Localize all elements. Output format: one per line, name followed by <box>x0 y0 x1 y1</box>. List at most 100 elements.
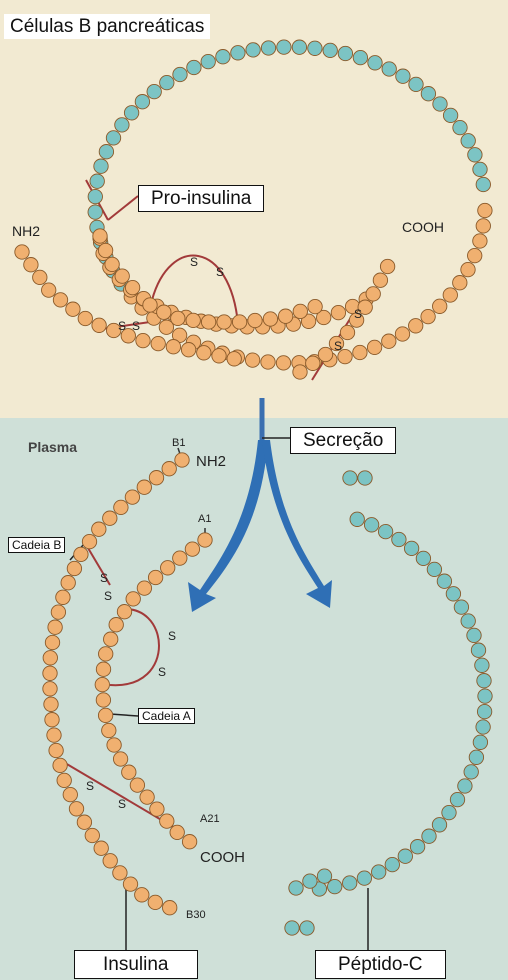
a-chain-residue <box>98 243 112 257</box>
c-peptide-residue <box>476 720 490 734</box>
c-peptide-residue <box>409 77 423 91</box>
b-chain-residue <box>24 258 38 272</box>
c-peptide-residue <box>94 159 108 173</box>
c-peptide-residue <box>357 871 371 885</box>
c-peptide-residue <box>453 120 467 134</box>
b-chain-residue <box>476 219 490 233</box>
plasma-label: Plasma <box>28 440 77 454</box>
c-peptide-residue <box>410 840 424 854</box>
c-peptide-residue <box>433 97 447 111</box>
a-chain-residue <box>366 287 380 301</box>
b-chain-residue <box>395 327 409 341</box>
c-peptide-residue <box>246 43 260 57</box>
b-chain-residue <box>56 590 70 604</box>
sulfur-label: S <box>118 319 126 333</box>
a-chain-residue <box>109 618 123 632</box>
b-chain-residue <box>212 349 226 363</box>
c-peptide-residue <box>458 779 472 793</box>
a-chain-residue <box>102 723 116 737</box>
c-peptide-residue <box>364 518 378 532</box>
b-chain-residue <box>113 866 127 880</box>
b-chain-residue <box>151 336 165 350</box>
b-chain-residue <box>149 471 163 485</box>
insulin-label: Insulina <box>74 950 198 979</box>
c-peptide-residue <box>124 106 138 120</box>
b-chain-residue <box>443 288 457 302</box>
b-chain-residue <box>409 319 423 333</box>
c-peptide-residue <box>476 177 490 191</box>
c-peptide-residue <box>90 174 104 188</box>
a-chain-residue <box>182 835 196 849</box>
c-peptide-residue <box>473 162 487 176</box>
a-chain-residue <box>125 280 139 294</box>
a-chain-residue <box>263 312 277 326</box>
c-peptide-residue <box>201 54 215 68</box>
a-chain-residue <box>137 581 151 595</box>
c-peptide-residue <box>475 658 489 672</box>
c-peptide-residue <box>338 46 352 60</box>
c-peptide-residue <box>461 134 475 148</box>
b-chain-residue <box>137 480 151 494</box>
c-peptide-residue <box>461 614 475 628</box>
c-peptide-residue <box>350 512 364 526</box>
c-peptide-residue <box>468 148 482 162</box>
c-peptide-residue <box>467 628 481 642</box>
b-chain-residue <box>473 234 487 248</box>
c-peptide-label: Péptido-C <box>315 950 446 979</box>
b-chain-residue <box>15 245 29 259</box>
a-chain-residue <box>373 273 387 287</box>
a-chain-residue <box>122 765 136 779</box>
b-chain-residue <box>103 511 117 525</box>
c-peptide-residue <box>450 792 464 806</box>
b-chain-residue <box>45 713 59 727</box>
c-peptide-residue <box>343 876 357 890</box>
nh2-bottom-label: NH2 <box>196 453 226 470</box>
b-chain-residue <box>197 346 211 360</box>
cell-type-title: Células B pancreáticas <box>4 14 210 39</box>
a-chain-residue <box>143 298 157 312</box>
c-peptide-residue <box>416 551 430 565</box>
b-chain-residue <box>53 758 67 772</box>
b-chain-residue <box>45 635 59 649</box>
b-chain-residue <box>367 340 381 354</box>
a21-label: A21 <box>200 813 220 825</box>
b-chain-residue <box>61 576 75 590</box>
a-chain-residue <box>96 693 110 707</box>
cooh-top-label: COOH <box>402 219 444 235</box>
cooh-bottom-label: COOH <box>200 849 245 866</box>
c-peptide-residue <box>187 60 201 74</box>
b-chain-residue <box>166 340 180 354</box>
b-chain-residue <box>43 682 57 696</box>
c-peptide-residue <box>427 562 441 576</box>
b30-label: B30 <box>186 909 206 921</box>
sulfur-label: S <box>158 665 166 679</box>
a-chain-residue <box>171 311 185 325</box>
sulfur-label: S <box>86 779 94 793</box>
b-chain-residue <box>353 345 367 359</box>
b-chain-residue <box>125 490 139 504</box>
b-chain-residue <box>245 353 259 367</box>
c-peptide-residue <box>421 87 435 101</box>
a-chain-residue <box>340 325 354 339</box>
sulfur-label: S <box>216 265 224 279</box>
a-chain-residue <box>117 605 131 619</box>
c-peptide-residue <box>106 131 120 145</box>
sulfur-label: S <box>168 629 176 643</box>
a-chain-residue <box>98 708 112 722</box>
secretion-label: Secreção <box>290 427 396 454</box>
c-peptide-residue <box>292 40 306 54</box>
c-peptide-residue <box>442 805 456 819</box>
b-chain-residue <box>175 453 189 467</box>
b-chain-residue <box>162 462 176 476</box>
b-chain-residue <box>43 666 57 680</box>
c-peptide-residue <box>392 532 406 546</box>
c-peptide-residue <box>473 735 487 749</box>
a-chain-residue <box>185 542 199 556</box>
a-chain-residue <box>160 814 174 828</box>
b-chain-residue <box>382 334 396 348</box>
c-peptide-residue <box>464 765 478 779</box>
c-peptide-residue <box>477 674 491 688</box>
c-peptide-residue <box>372 865 386 879</box>
